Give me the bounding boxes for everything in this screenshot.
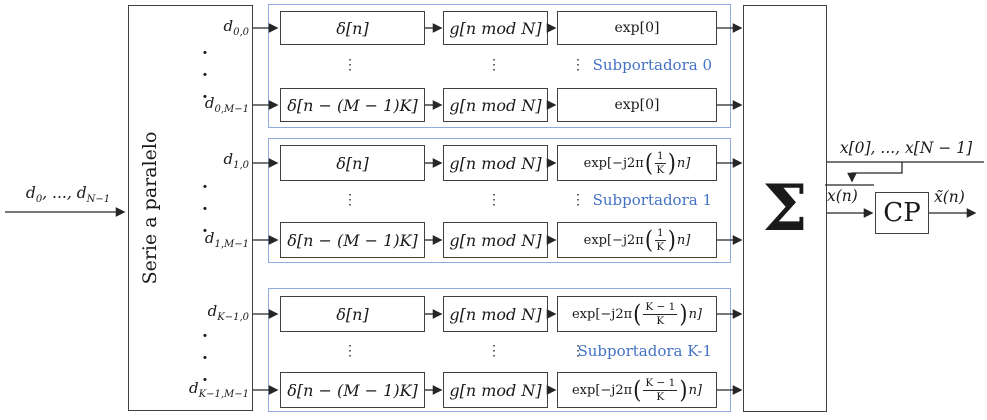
branch-dots-group1: ...: [202, 173, 208, 237]
pulse-block-g0r0: g[n mod N]: [443, 11, 548, 45]
delta-block-g0r0: δ[n]: [280, 11, 425, 45]
input-label: d0, ..., dN−1: [25, 184, 111, 206]
pulse-block-g2r1: g[n mod N]: [443, 372, 548, 408]
delta-block-g1r0: δ[n]: [280, 145, 425, 181]
sigma-symbol: Σ: [762, 170, 808, 246]
xn-label: x(n): [827, 187, 858, 205]
branch-label-d0M1: d0,M−1: [204, 94, 249, 115]
pulse-block-g0r1: g[n mod N]: [443, 88, 548, 122]
serial-to-parallel-label: Serie a paralelo: [139, 131, 161, 285]
column-dots: ⋮: [487, 192, 501, 208]
subcarrier-group-1-frame: [268, 138, 731, 263]
column-dots: ⋮: [343, 343, 357, 359]
branch-dots-group0: ...: [202, 39, 208, 103]
branch-label-d00: d0,0: [223, 17, 249, 38]
delta-block-g2r0: δ[n]: [280, 296, 425, 332]
branch-label-dK1M1: dK−1,M−1: [189, 379, 249, 400]
column-dots: ⋮: [487, 343, 501, 359]
output-samples-label: x[0], ..., x[N − 1]: [839, 139, 973, 157]
column-dots: ⋮: [571, 343, 585, 359]
subcarrier-group-0-frame: [268, 4, 731, 128]
column-dots: ⋮: [571, 57, 585, 73]
input-symbol: d: [25, 184, 36, 202]
subcarrier-0-label: Subportadora 0: [592, 56, 712, 74]
branch-dots-group2: ...: [202, 322, 208, 386]
pulse-block-g2r0: g[n mod N]: [443, 296, 548, 332]
cp-box: CP: [875, 192, 929, 234]
wire-samples-to-xn: [847, 162, 903, 183]
branch-label-d10: d1,0: [223, 150, 249, 171]
branch-label-dK10: dK−1,0: [207, 302, 249, 323]
summation-box: Σ: [743, 5, 827, 412]
subcarrier-group-2-frame: [268, 288, 731, 412]
subcarrier-K1-label: Subportadora K-1: [577, 342, 712, 360]
pulse-block-g1r0: g[n mod N]: [443, 145, 548, 181]
xtilde-label: x̃(n): [934, 188, 965, 206]
subcarrier-1-label: Subportadora 1: [592, 191, 712, 209]
exp-block-g0r1: exp[0]: [557, 88, 717, 122]
serial-to-parallel-box: [128, 5, 253, 411]
pulse-block-g1r1: g[n mod N]: [443, 222, 548, 258]
exp-block-g0r0: exp[0]: [557, 11, 717, 45]
column-dots: ⋮: [571, 192, 585, 208]
column-dots: ⋮: [487, 57, 501, 73]
branch-label-d1M1: d1,M−1: [204, 229, 249, 250]
column-dots: ⋮: [343, 57, 357, 73]
delta-block-g0r1: δ[n − (M − 1)K]: [280, 88, 425, 122]
delta-block-g2r1: δ[n − (M − 1)K]: [280, 372, 425, 408]
delta-block-g1r1: δ[n − (M − 1)K]: [280, 222, 425, 258]
column-dots: ⋮: [343, 192, 357, 208]
